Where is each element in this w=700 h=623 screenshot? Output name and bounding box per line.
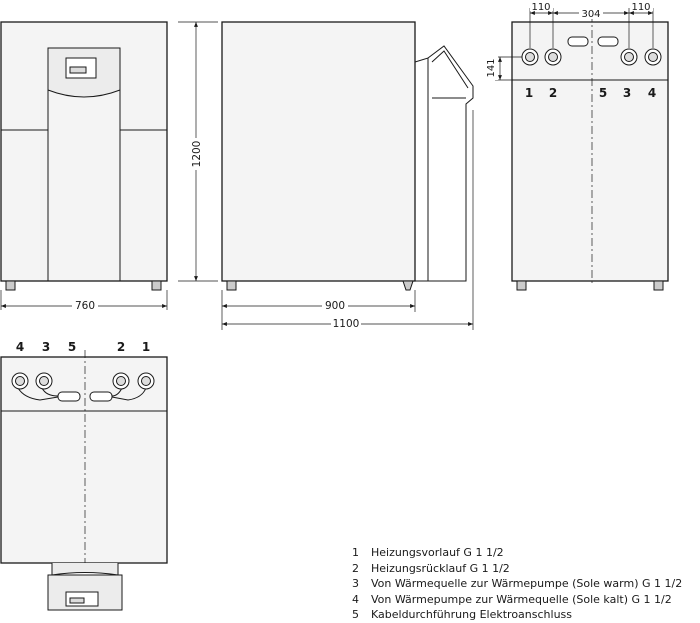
rear-foot-left [516, 280, 527, 291]
rear-label-1: 1 [525, 86, 533, 100]
side-step [414, 57, 429, 282]
legend-item: 5 Kabeldurchführung Elektroanschluss [352, 607, 697, 623]
top-connection-4 [11, 372, 29, 390]
rear-connection-3 [620, 48, 638, 66]
legend-text: Von Wärmepumpe zur Wärmequelle (Sole kal… [371, 592, 672, 606]
top-label-2: 2 [117, 340, 125, 354]
legend-text: Kabeldurchführung Elektroanschluss [371, 608, 573, 621]
top-housing [0, 356, 168, 564]
top-connection-3 [35, 372, 53, 390]
front-view [0, 21, 168, 310]
rear-connection-1 [521, 48, 539, 66]
top-display-screen [69, 597, 85, 604]
rear-view [495, 8, 669, 291]
top-control-step [51, 563, 119, 576]
legend-item: 4 Von Wärmepumpe zur Wärmequelle (Sole k… [352, 592, 697, 608]
legend-number: 1 [352, 546, 359, 559]
front-foot-left [5, 280, 16, 291]
rear-label-2: 2 [549, 86, 557, 100]
top-label-1: 1 [142, 340, 150, 354]
legend-item: 2 Heizungsrücklauf G 1 1/2 [352, 561, 697, 577]
top-connection-2 [112, 372, 130, 390]
legend-text: Heizungsrücklauf G 1 1/2 [371, 561, 510, 575]
side-total-depth-label: 1100 [333, 318, 360, 330]
side-view [221, 21, 474, 330]
side-control-box [427, 45, 474, 282]
top-pipe-1 [111, 387, 147, 401]
front-foot-right [151, 280, 162, 291]
height-label: 1200 [191, 141, 203, 168]
side-control-box-edge [431, 50, 469, 89]
front-display-screen [69, 66, 87, 74]
top-cable-entry-left [57, 391, 81, 402]
legend-item: 3 Von Wärmequelle zur Wärmepumpe (Sole w… [352, 576, 697, 592]
rear-spacing-label: 304 [581, 9, 600, 20]
top-connection-1 [137, 372, 155, 390]
top-pipe-4 [17, 387, 59, 401]
rear-foot-right [653, 280, 664, 291]
rear-housing [511, 21, 669, 282]
rear-connection-height-label: 141 [486, 58, 497, 77]
rear-connection-2 [544, 48, 562, 66]
rear-label-4: 4 [648, 86, 656, 100]
rear-offset-left-label: 110 [531, 2, 550, 13]
legend-item: 1 Heizungsvorlauf G 1 1/2 [352, 545, 697, 561]
legend-number: 4 [352, 592, 359, 606]
legend-text: Heizungsvorlauf G 1 1/2 [371, 546, 504, 559]
legend-number: 3 [352, 577, 359, 590]
top-view [0, 350, 168, 611]
top-label-5: 5 [68, 340, 76, 354]
rear-label-5: 5 [599, 86, 607, 100]
rear-cable-entry-right [597, 36, 619, 47]
connection-legend: 1 Heizungsvorlauf G 1 1/2 2 Heizungsrück… [352, 545, 697, 623]
top-cable-entry-right [89, 391, 113, 402]
rear-connection-4 [644, 48, 662, 66]
side-housing [221, 21, 416, 282]
legend-number: 5 [352, 608, 359, 621]
rear-offset-right-label: 110 [631, 2, 650, 13]
legend-number: 2 [352, 561, 359, 575]
side-depth-label: 900 [325, 300, 345, 312]
legend-text: Von Wärmequelle zur Wärmepumpe (Sole war… [371, 577, 683, 590]
top-label-3: 3 [42, 340, 50, 354]
side-foot-left [226, 280, 237, 291]
rear-label-3: 3 [623, 86, 631, 100]
front-width-label: 760 [75, 300, 95, 312]
side-foot-right [402, 280, 414, 291]
rear-cable-entry-left [567, 36, 589, 47]
top-label-4: 4 [16, 340, 24, 354]
